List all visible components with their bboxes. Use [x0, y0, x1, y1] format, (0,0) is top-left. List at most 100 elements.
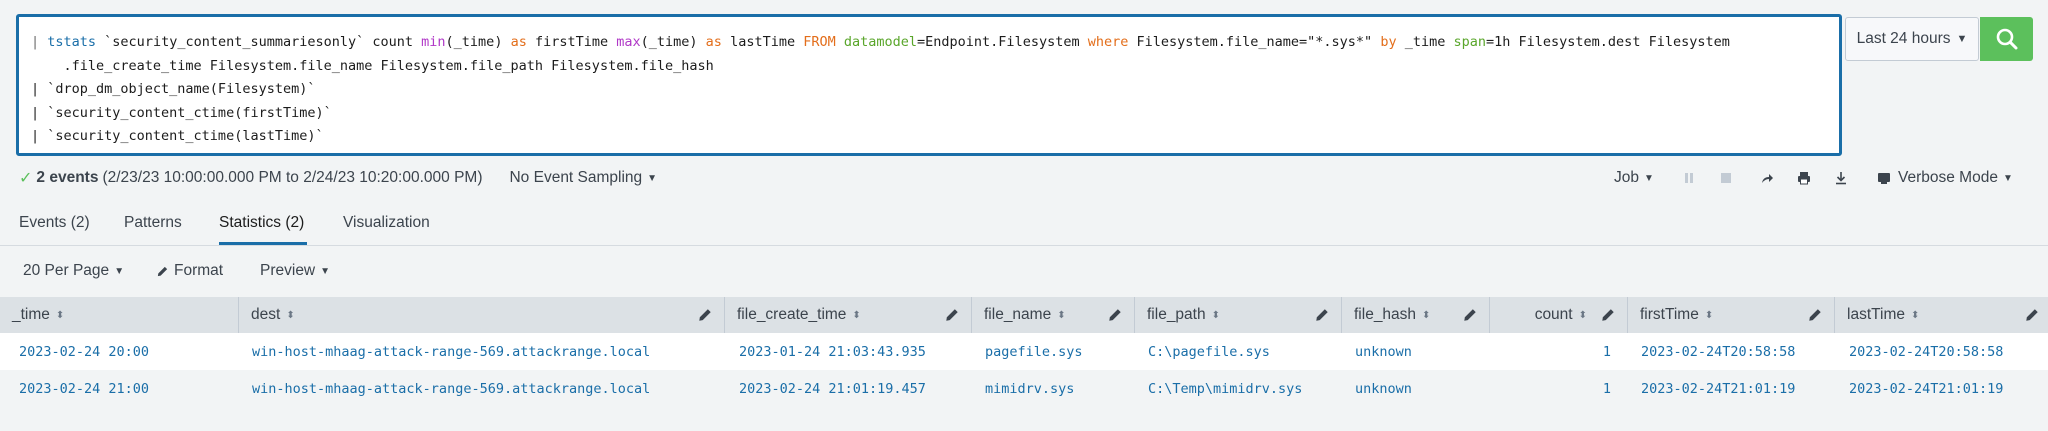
search-query-text[interactable]: | tstats `security_content_summariesonly… [31, 31, 1730, 149]
cell-file-path[interactable]: C:\pagefile.sys [1148, 343, 1270, 360]
tab-visualization[interactable]: Visualization [343, 214, 430, 231]
pencil-icon[interactable] [1107, 307, 1123, 323]
caret-down-icon: ▼ [114, 265, 125, 277]
cell-dest[interactable]: win-host-mhaag-attack-range-569.attackra… [252, 343, 651, 360]
query-segment: firstTime [526, 34, 617, 50]
column-header-last-time[interactable]: lastTime⬍ [1834, 297, 2048, 333]
export-button[interactable] [1831, 168, 1851, 188]
sort-icon: ⬍ [286, 309, 295, 321]
format-label: Format [174, 262, 224, 279]
per-page-label: 20 Per Page [23, 262, 110, 279]
query-segment [836, 34, 844, 50]
job-menu-label: Job [1614, 169, 1639, 186]
caret-down-icon: ▼ [1956, 33, 1968, 45]
pencil-icon[interactable] [697, 307, 713, 323]
column-header-dest[interactable]: dest ⬍ [238, 297, 724, 333]
column-header-file-path[interactable]: file_path ⬍ [1134, 297, 1341, 333]
cell-last-time[interactable]: 2023-02-24T21:01:19 [1849, 380, 2004, 397]
query-segment: Filesystem.file_name="*.sys*" [1128, 34, 1381, 50]
search-mode-icon [1878, 173, 1890, 184]
cell-file-hash[interactable]: unknown [1355, 380, 1412, 397]
query-segment: (_time) [640, 34, 706, 50]
search-mode-label: Verbose Mode [1898, 169, 1998, 186]
query-argument: span [1453, 34, 1487, 50]
pencil-icon[interactable] [944, 307, 960, 323]
cell-first-time[interactable]: 2023-02-24T20:58:58 [1641, 343, 1796, 360]
query-keyword: as [705, 34, 722, 50]
pencil-icon[interactable] [1314, 307, 1330, 323]
column-header-label: _time [12, 306, 50, 323]
cell-file-create-time[interactable]: 2023-01-24 21:03:43.935 [739, 343, 926, 360]
query-line-2: .file_create_time Filesystem.file_name F… [31, 57, 714, 74]
query-argument: datamodel [843, 34, 918, 50]
column-header-time[interactable]: _time ⬍ [0, 297, 238, 333]
share-button[interactable] [1757, 168, 1777, 188]
sort-icon: ⬍ [1911, 309, 1920, 321]
cell-first-time[interactable]: 2023-02-24T21:01:19 [1641, 380, 1796, 397]
pencil-icon [157, 266, 168, 276]
query-line-3: | `drop_dm_object_name(Filesystem)` [31, 81, 316, 97]
column-header-file-hash[interactable]: file_hash⬍ [1341, 297, 1489, 333]
sort-icon: ⬍ [55, 309, 65, 321]
search-status: ✓ 2 events (2/23/23 10:00:00.000 PM to 2… [19, 166, 657, 190]
column-header-label: file_path [1147, 306, 1206, 323]
time-range-picker[interactable]: Last 24 hours ▼ [1845, 17, 1979, 61]
search-button[interactable] [1980, 17, 2033, 61]
table-row: 2023-02-24 20:00 win-host-mhaag-attack-r… [0, 333, 2048, 370]
cell-file-hash[interactable]: unknown [1355, 343, 1412, 360]
time-range-label: Last 24 hours [1856, 30, 1951, 47]
column-header-label: file_name [984, 306, 1052, 323]
pencil-icon[interactable] [1462, 307, 1478, 323]
pencil-icon[interactable] [2024, 307, 2040, 323]
events-count: 2 events [36, 169, 99, 186]
cell-time[interactable]: 2023-02-24 21:00 [19, 380, 150, 397]
cell-last-time[interactable]: 2023-02-24T20:58:58 [1849, 343, 2004, 360]
column-header-first-time[interactable]: firstTime⬍ [1627, 297, 1834, 333]
download-icon [1836, 172, 1846, 185]
printer-icon [1798, 172, 1810, 185]
results-tabs: Events (2) Patterns Statistics (2) Visua… [0, 200, 2048, 246]
event-sampling-dropdown[interactable]: No Event Sampling ▼ [509, 169, 657, 187]
sort-icon: ⬍ [1422, 309, 1431, 321]
pause-button[interactable] [1679, 168, 1699, 188]
cell-time[interactable]: 2023-02-24 20:00 [19, 343, 150, 360]
format-button[interactable]: Format [156, 262, 223, 280]
cell-file-path[interactable]: C:\Temp\mimidrv.sys [1148, 380, 1303, 397]
print-button[interactable] [1794, 168, 1814, 188]
search-mode-dropdown[interactable]: Verbose Mode ▼ [1877, 166, 2013, 190]
cell-count[interactable]: 1 [1602, 380, 1611, 397]
preview-dropdown[interactable]: Preview ▼ [260, 262, 330, 280]
stop-button[interactable] [1716, 168, 1736, 188]
table-header: _time ⬍ dest ⬍ file_create_time⬍ file_name… [0, 297, 2048, 333]
query-segment: (_time) [445, 34, 511, 50]
pencil-icon[interactable] [1807, 307, 1823, 323]
sort-icon: ⬍ [1211, 309, 1220, 321]
cell-count[interactable]: 1 [1602, 343, 1611, 360]
stop-icon [1721, 173, 1731, 183]
cell-file-name[interactable]: pagefile.sys [985, 343, 1083, 360]
query-function: max [616, 34, 641, 50]
tab-events[interactable]: Events (2) [19, 214, 90, 231]
tab-statistics[interactable]: Statistics (2) [219, 214, 305, 231]
query-segment: lastTime [721, 34, 804, 50]
per-page-dropdown[interactable]: 20 Per Page ▼ [23, 262, 124, 280]
query-line-4: | `security_content_ctime(firstTime)` [31, 104, 332, 121]
pencil-icon[interactable] [1600, 307, 1616, 323]
column-header-label: count [1534, 306, 1573, 323]
column-header-label: dest [251, 306, 281, 323]
sort-icon: ⬍ [1704, 309, 1714, 321]
search-query-editor[interactable]: | tstats `security_content_summariesonly… [16, 14, 1842, 156]
column-header-file-create-time[interactable]: file_create_time⬍ [724, 297, 971, 333]
tab-patterns[interactable]: Patterns [124, 214, 182, 231]
query-keyword: by [1380, 34, 1397, 50]
cell-dest[interactable]: win-host-mhaag-attack-range-569.attackra… [252, 380, 651, 397]
job-menu[interactable]: Job ▼ [1614, 166, 1654, 190]
cell-file-create-time[interactable]: 2023-02-24 21:01:19.457 [739, 380, 926, 397]
column-header-count[interactable]: count ⬍ [1489, 297, 1627, 333]
cell-file-name[interactable]: mimidrv.sys [985, 380, 1075, 397]
preview-label: Preview [260, 262, 316, 279]
table-row: 2023-02-24 21:00 win-host-mhaag-attack-r… [0, 370, 2048, 407]
column-header-file-name[interactable]: file_name⬍ [971, 297, 1134, 333]
sort-icon: ⬍ [1578, 309, 1587, 321]
query-keyword: FROM [803, 34, 836, 50]
